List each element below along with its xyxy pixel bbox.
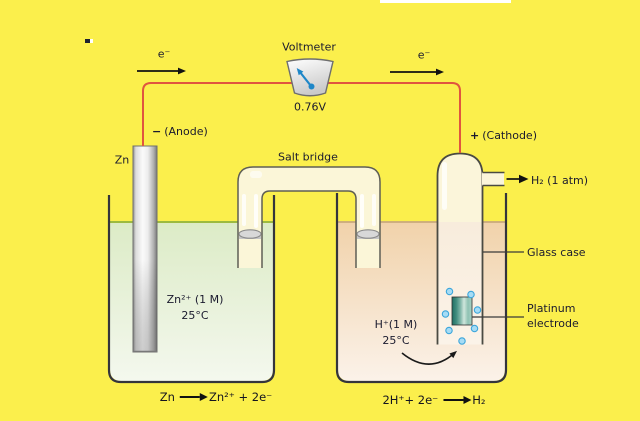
voltage-reading: 0.76V bbox=[293, 100, 327, 114]
anode-text: (Anode) bbox=[164, 125, 208, 138]
voltmeter-needle bbox=[298, 70, 313, 88]
reaction-arrow-icon bbox=[443, 395, 472, 404]
reaction-arrow-icon bbox=[179, 392, 208, 401]
platinum-label-line2: electrode bbox=[527, 317, 579, 330]
voltmeter-needle-pivot bbox=[308, 83, 315, 90]
gas-outlet-label: H₂ (1 atm) bbox=[531, 174, 589, 187]
platinum-label-line1: Platinum bbox=[527, 302, 576, 315]
platinum-label: Platinum electrode bbox=[527, 301, 579, 331]
gas-outlet-arrow-icon bbox=[506, 174, 529, 184]
cathode-half-reaction: 2H⁺+ 2e⁻ H₂ bbox=[382, 393, 485, 407]
electron-flow-arrow-right bbox=[390, 68, 444, 76]
electron-label-left: e⁻ bbox=[157, 47, 171, 61]
zinc-solution-label: Zn²⁺ (1 M) 25°C bbox=[167, 292, 224, 324]
voltmeter-label: Voltmeter bbox=[282, 40, 336, 54]
gas-bubbles bbox=[441, 287, 482, 345]
voltmeter-needle-tip bbox=[296, 68, 304, 76]
glass-case-label: Glass case bbox=[527, 246, 586, 259]
salt-bridge-label: Salt bridge bbox=[278, 150, 338, 164]
cursor-artifact bbox=[85, 39, 93, 43]
voltmeter-dial bbox=[286, 58, 334, 97]
salt-bridge-plug-left bbox=[238, 229, 262, 239]
electron-flow-arrow-left bbox=[137, 67, 186, 75]
zinc-electrode bbox=[132, 145, 158, 353]
right-beaker bbox=[335, 193, 508, 384]
left-beaker bbox=[107, 195, 276, 384]
platinum-electrode bbox=[451, 296, 473, 326]
cathode-reaction-rhs: H₂ bbox=[472, 393, 486, 407]
anode-half-reaction: Zn Zn²⁺ + 2e⁻ bbox=[160, 390, 272, 404]
anode-reaction-lhs: Zn bbox=[159, 390, 175, 404]
voltmeter bbox=[286, 58, 334, 97]
anode-reaction-rhs: Zn²⁺ + 2e⁻ bbox=[208, 390, 273, 404]
electron-label-right: e⁻ bbox=[417, 48, 431, 62]
acid-solution-label: H⁺(1 M) 25°C bbox=[375, 317, 418, 349]
zinc-solution-concentration: Zn²⁺ (1 M) bbox=[166, 293, 224, 306]
cathode-label: +(Cathode) bbox=[470, 129, 537, 142]
cathode-reaction-lhs: 2H⁺+ 2e⁻ bbox=[382, 393, 439, 407]
acid-solution-concentration: H⁺(1 M) bbox=[374, 318, 418, 331]
gas-outlet-tube bbox=[482, 171, 505, 187]
anode-sign: − bbox=[152, 125, 162, 138]
salt-bridge-plug-right bbox=[356, 229, 380, 239]
zinc-solution-temperature: 25°C bbox=[181, 309, 209, 322]
acid-solution-temperature: 25°C bbox=[382, 334, 410, 347]
top-edge-artifact bbox=[380, 0, 511, 3]
zinc-electrode-label: Zn bbox=[114, 153, 130, 167]
salt-bridge-tube bbox=[237, 166, 381, 268]
anode-label: −(Anode) bbox=[152, 125, 208, 138]
glass-case-tube bbox=[436, 152, 484, 345]
cathode-sign: + bbox=[470, 129, 480, 142]
cathode-text: (Cathode) bbox=[482, 129, 537, 142]
hplus-curved-arrow-icon bbox=[401, 350, 457, 365]
